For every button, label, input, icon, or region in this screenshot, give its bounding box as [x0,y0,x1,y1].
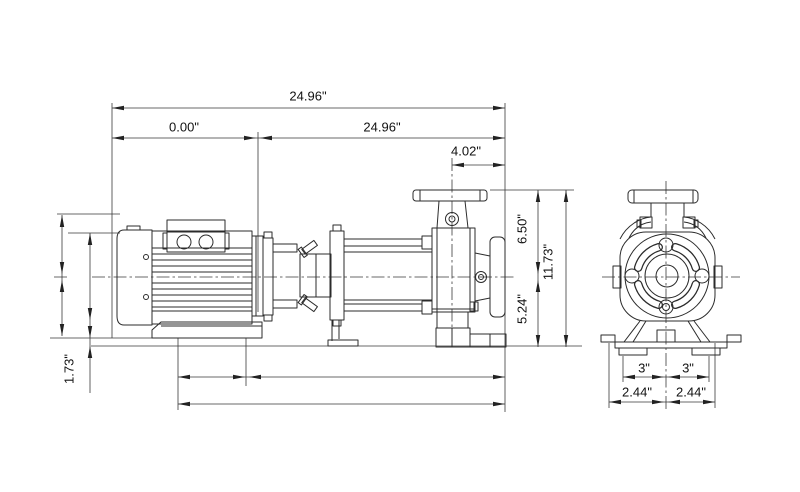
motor-cap-notch [126,225,141,231]
side-boss-left [612,265,622,289]
dim-label-foot-span-left: 3" [638,360,650,376]
motor-adapter-flange [262,237,274,316]
ground-line [50,337,582,347]
seal-housing [644,253,690,299]
side-boss-right [713,265,723,289]
dimension-arrowheads [59,105,716,407]
foot-pad-left [618,347,648,356]
pedestal-legs [623,320,711,343]
suction-bolt [475,271,487,283]
dim-label-base-span-left: 2.44" [622,384,652,400]
face-arc-slots [633,242,701,310]
dimension-lines [57,103,716,412]
drain-boss [658,299,674,315]
dim-label-top-total: 24.96" [289,88,327,104]
end-discharge-flange [627,189,699,204]
suction-flange [489,236,506,318]
dim-label-base-height: 1.73" [61,354,77,384]
drive-end-bracket [251,235,264,317]
discharge-neck [650,203,685,217]
support-bracket [331,320,340,341]
terminal-box [166,219,226,253]
motor [116,219,264,326]
cable-entry-left [176,234,192,250]
dim-label-row2-left: 0.00" [169,119,199,135]
bolt-hole-top [658,237,674,253]
shaft-bore [655,264,679,288]
casing-foot [435,327,471,348]
dim-label-row2-right: 24.96" [363,119,401,135]
dim-label-lower-height: 5.24" [514,294,530,324]
casing-shoulders [619,216,716,240]
dim-label-base-span-right: 2.44" [676,384,706,400]
cable-entry-right [198,234,214,250]
end-casing-body [619,231,716,322]
end-view [600,189,742,356]
discharge-flange [412,189,488,202]
bolt-hole-left [624,268,640,284]
discharge-bolt [445,212,459,226]
motor-fins [152,247,252,312]
volute-casing [431,227,476,313]
dim-label-foot-span-right: 3" [682,360,694,376]
side-view [116,189,507,348]
coupling-section [262,224,433,347]
dim-label-upper-height: 6.50" [514,214,530,244]
bolt-hole-right [694,268,710,284]
tie-rod-bottom [343,303,423,312]
motor-end-cap [116,229,153,326]
dim-label-total-height: 11.73" [540,243,556,281]
baseplate [151,321,263,339]
coupling-screw-bottom [301,297,318,313]
tie-rod-top [343,238,423,247]
casing-face-circle [624,233,710,319]
coupling-screw-top [301,239,318,255]
centerlines [54,158,740,412]
foot-pad-right [691,347,721,356]
pump-barrel [344,251,432,301]
end-base-plate [614,341,728,349]
lantern-flange [329,230,345,321]
pump-casing-side [412,189,507,348]
dim-label-discharge-offset: 4.02" [451,143,481,159]
